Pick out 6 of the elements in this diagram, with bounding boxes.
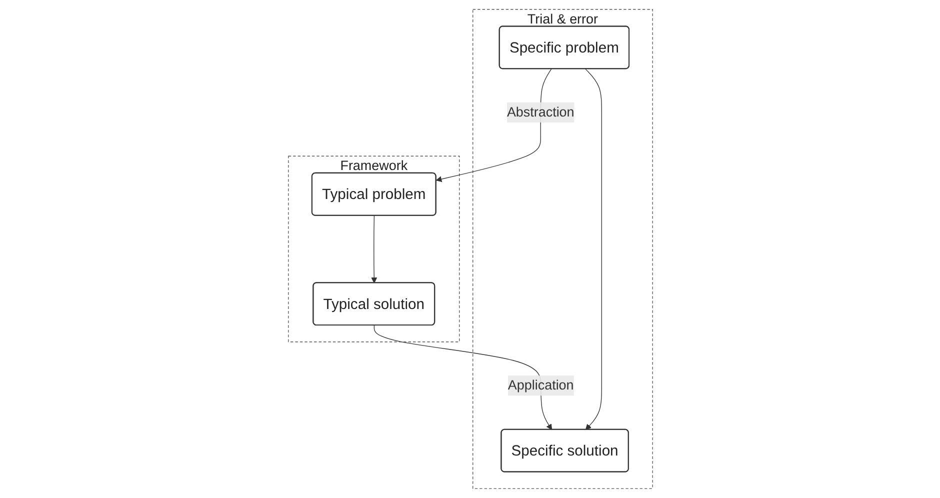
arrow — [370, 215, 377, 284]
arrow — [584, 68, 602, 430]
arrow — [373, 325, 552, 430]
edge-label: Application — [507, 378, 574, 394]
edge-label: Abstraction — [506, 104, 574, 120]
arrow — [435, 68, 552, 182]
